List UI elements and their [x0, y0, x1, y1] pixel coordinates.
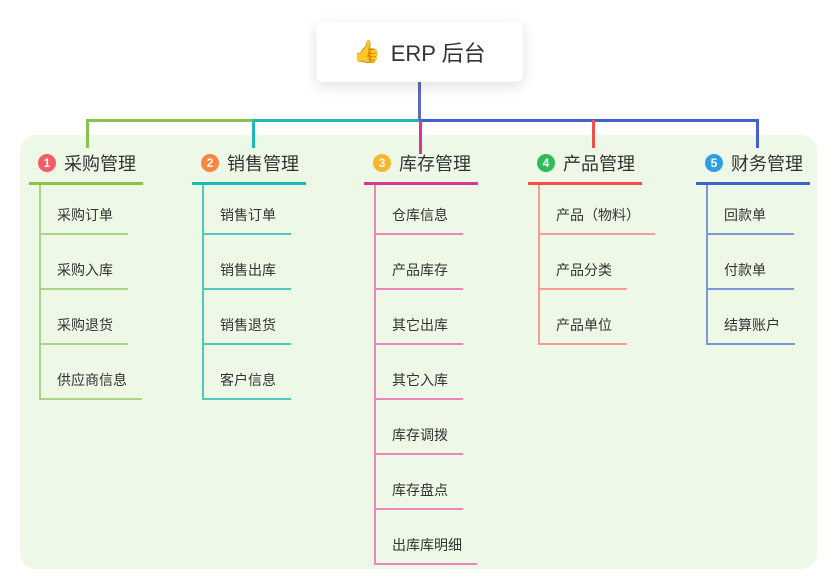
list-item[interactable]: 销售出库: [204, 235, 291, 290]
branch-4: 4 产品管理 产品（物料） 产品分类 产品单位: [528, 150, 655, 345]
item-label: 销售订单: [220, 207, 276, 223]
item-label: 产品（物料）: [556, 207, 640, 223]
branch-number-badge: 3: [373, 154, 391, 172]
branch-number-badge: 4: [537, 154, 555, 172]
item-label: 销售出库: [220, 262, 276, 278]
item-label: 客户信息: [220, 372, 276, 388]
connector-segment: [419, 119, 759, 122]
branch-5: 5 财务管理 回款单 付款单 结算账户: [696, 150, 810, 345]
branch-label: 采购管理: [64, 154, 136, 174]
item-label: 采购退货: [57, 317, 113, 333]
list-item[interactable]: 库存调拨: [376, 400, 463, 455]
branch-label: 财务管理: [731, 154, 803, 174]
branch-label: 销售管理: [227, 154, 299, 174]
branch-2: 2 销售管理 销售订单 销售出库 销售退货 客户信息: [192, 150, 306, 400]
item-label: 采购订单: [57, 207, 113, 223]
item-label: 其它入库: [392, 372, 448, 388]
item-label: 库存调拨: [392, 427, 448, 443]
branch-items: 产品（物料） 产品分类 产品单位: [538, 185, 655, 345]
branch-number-badge: 2: [201, 154, 219, 172]
list-item[interactable]: 仓库信息: [376, 185, 463, 235]
root-connector-line: [418, 82, 421, 122]
branch-items: 仓库信息 产品库存 其它出库 其它入库 库存调拨 库存盘点 出库库明细: [374, 185, 477, 565]
item-label: 结算账户: [724, 317, 780, 333]
item-label: 产品库存: [392, 262, 448, 278]
item-label: 库存盘点: [392, 482, 448, 498]
branch-items: 采购订单 采购入库 采购退货 供应商信息: [39, 185, 142, 400]
branch-items: 回款单 付款单 结算账户: [706, 185, 795, 345]
branch-1: 1 采购管理 采购订单 采购入库 采购退货 供应商信息: [29, 150, 143, 400]
thumbs-up-icon: 👍: [353, 39, 381, 64]
connector-segment: [252, 119, 422, 122]
branch-header[interactable]: 3 库存管理: [364, 150, 478, 185]
root-label: ERP 后台: [390, 41, 486, 66]
item-label: 产品单位: [556, 317, 612, 333]
branch-drop-line: [592, 120, 595, 148]
branch-header[interactable]: 2 销售管理: [192, 150, 306, 185]
list-item[interactable]: 其它入库: [376, 345, 463, 400]
item-label: 供应商信息: [57, 372, 127, 388]
list-item[interactable]: 采购入库: [41, 235, 128, 290]
branch-label: 库存管理: [399, 154, 471, 174]
branch-drop-line: [252, 120, 255, 148]
root-node[interactable]: 👍 ERP 后台: [316, 22, 523, 82]
list-item[interactable]: 产品分类: [540, 235, 627, 290]
list-item[interactable]: 产品库存: [376, 235, 463, 290]
list-item[interactable]: 产品单位: [540, 290, 627, 345]
branch-header[interactable]: 4 产品管理: [528, 150, 642, 185]
list-item[interactable]: 采购退货: [41, 290, 128, 345]
branches-panel: [20, 135, 817, 569]
branch-drop-line: [756, 120, 759, 148]
branch-label: 产品管理: [563, 154, 635, 174]
list-item[interactable]: 销售退货: [204, 290, 291, 345]
item-label: 采购入库: [57, 262, 113, 278]
branch-3: 3 库存管理 仓库信息 产品库存 其它出库 其它入库 库存调拨 库存盘点 出库库…: [364, 150, 478, 565]
branch-items: 销售订单 销售出库 销售退货 客户信息: [202, 185, 291, 400]
list-item[interactable]: 销售订单: [204, 185, 291, 235]
branch-header[interactable]: 5 财务管理: [696, 150, 810, 185]
item-label: 销售退货: [220, 317, 276, 333]
list-item[interactable]: 付款单: [708, 235, 794, 290]
list-item[interactable]: 采购订单: [41, 185, 128, 235]
list-item[interactable]: 库存盘点: [376, 455, 463, 510]
list-item[interactable]: 回款单: [708, 185, 794, 235]
branch-number-badge: 1: [38, 154, 56, 172]
item-label: 回款单: [724, 207, 766, 223]
item-label: 仓库信息: [392, 207, 448, 223]
list-item[interactable]: 结算账户: [708, 290, 795, 345]
list-item[interactable]: 出库库明细: [376, 510, 477, 565]
item-label: 付款单: [724, 262, 766, 278]
branch-drop-line: [86, 120, 89, 148]
branch-header[interactable]: 1 采购管理: [29, 150, 143, 185]
list-item[interactable]: 客户信息: [204, 345, 291, 400]
item-label: 出库库明细: [392, 537, 462, 553]
list-item[interactable]: 供应商信息: [41, 345, 142, 400]
item-label: 其它出库: [392, 317, 448, 333]
list-item[interactable]: 产品（物料）: [540, 185, 655, 235]
branch-number-badge: 5: [705, 154, 723, 172]
connector-segment: [86, 119, 255, 122]
list-item[interactable]: 其它出库: [376, 290, 463, 345]
item-label: 产品分类: [556, 262, 612, 278]
branch-drop-line: [419, 120, 422, 154]
